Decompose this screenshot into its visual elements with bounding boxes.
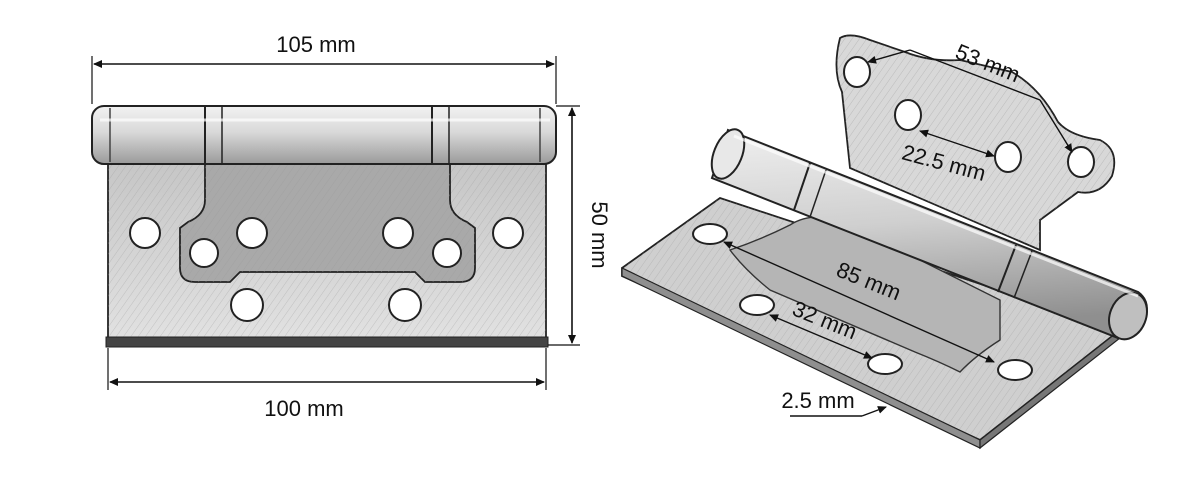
dimension-thickness: 2.5 mm: [781, 388, 887, 417]
height-label: 50 mm: [587, 201, 612, 268]
front-hole: [189, 238, 219, 268]
upright-leaf-holes: [843, 56, 1095, 178]
front-hole: [388, 288, 422, 322]
bottom-hole: [739, 294, 775, 316]
dimension-height: 50 mm: [548, 105, 612, 346]
overall-width-label: 105 mm: [276, 32, 355, 57]
leaf-width-label: 100 mm: [264, 396, 343, 421]
perspective-view-hinge: 53 mm 22.5 mm 85 mm 32 mm 2.5 mm: [621, 34, 1148, 450]
upright-hole: [1067, 146, 1095, 178]
front-screw-holes: [129, 217, 524, 322]
front-view-hinge: 105 mm 100 mm 50 mm: [91, 32, 612, 421]
front-hole: [382, 217, 414, 249]
front-barrel: [91, 105, 557, 165]
perspective-barrel: [710, 128, 1148, 341]
upright-hole: [894, 99, 922, 131]
upright-hole: [994, 141, 1022, 173]
front-hole: [230, 288, 264, 322]
thickness-label: 2.5 mm: [781, 388, 854, 413]
front-hole: [432, 238, 462, 268]
bottom-hole: [692, 223, 728, 245]
front-hole: [236, 217, 268, 249]
bottom-hole: [997, 359, 1033, 381]
upright-hole: [843, 56, 871, 88]
bottom-hole: [867, 353, 903, 375]
front-hole: [492, 217, 524, 249]
front-inner-leaf: [179, 159, 476, 283]
dimension-overall-width: 105 mm: [91, 32, 557, 104]
front-hole: [129, 217, 161, 249]
dimension-leaf-width: 100 mm: [107, 348, 547, 421]
